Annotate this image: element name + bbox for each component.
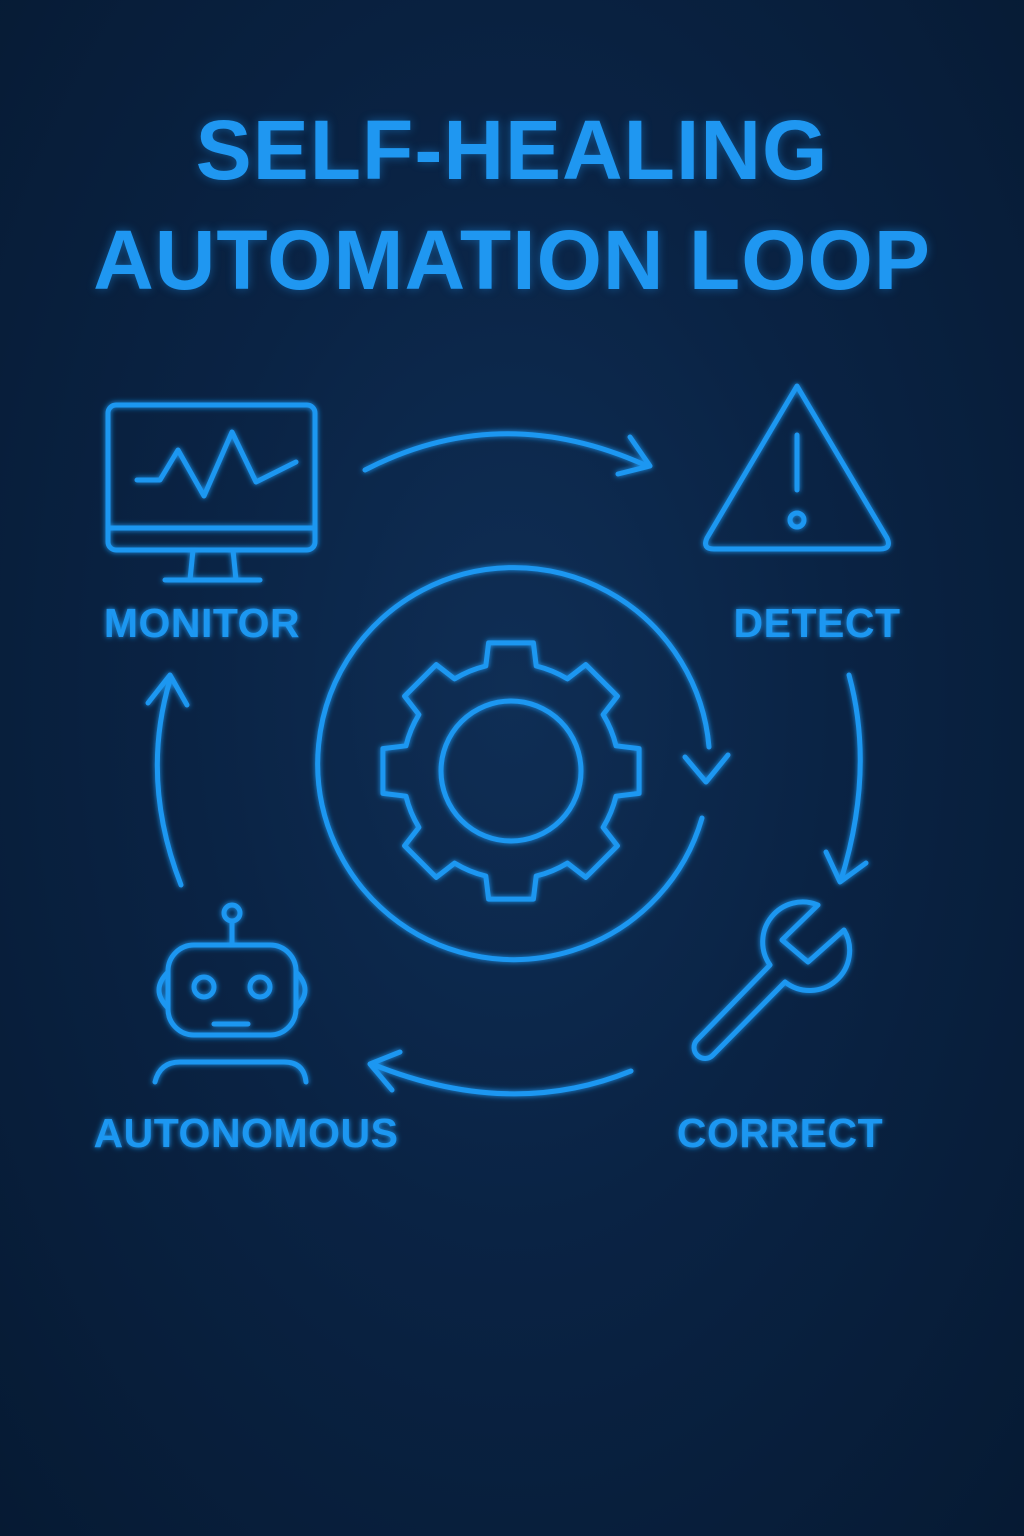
autonomous-label: AUTONOMOUS (94, 1110, 399, 1156)
title-line-2: AUTOMATION LOOP (93, 213, 931, 307)
center-cycle-arrow (315, 565, 731, 963)
monitor-label: MONITOR (104, 600, 300, 646)
gear-icon (380, 640, 642, 902)
detect-label: DETECT (734, 600, 901, 646)
robot-icon (152, 902, 309, 1085)
arrow-detect-to-correct (823, 672, 869, 885)
monitor-heartbeat-icon (105, 402, 318, 583)
arrow-monitor-to-detect (362, 431, 653, 477)
arrow-autonomous-to-monitor (145, 672, 190, 888)
wrench-icon (691, 899, 853, 1061)
warning-triangle-icon (703, 383, 891, 552)
arrow-correct-to-autonomous (367, 1049, 634, 1097)
correct-label: CORRECT (677, 1110, 883, 1156)
title-line-1: SELF-HEALING (195, 103, 829, 197)
